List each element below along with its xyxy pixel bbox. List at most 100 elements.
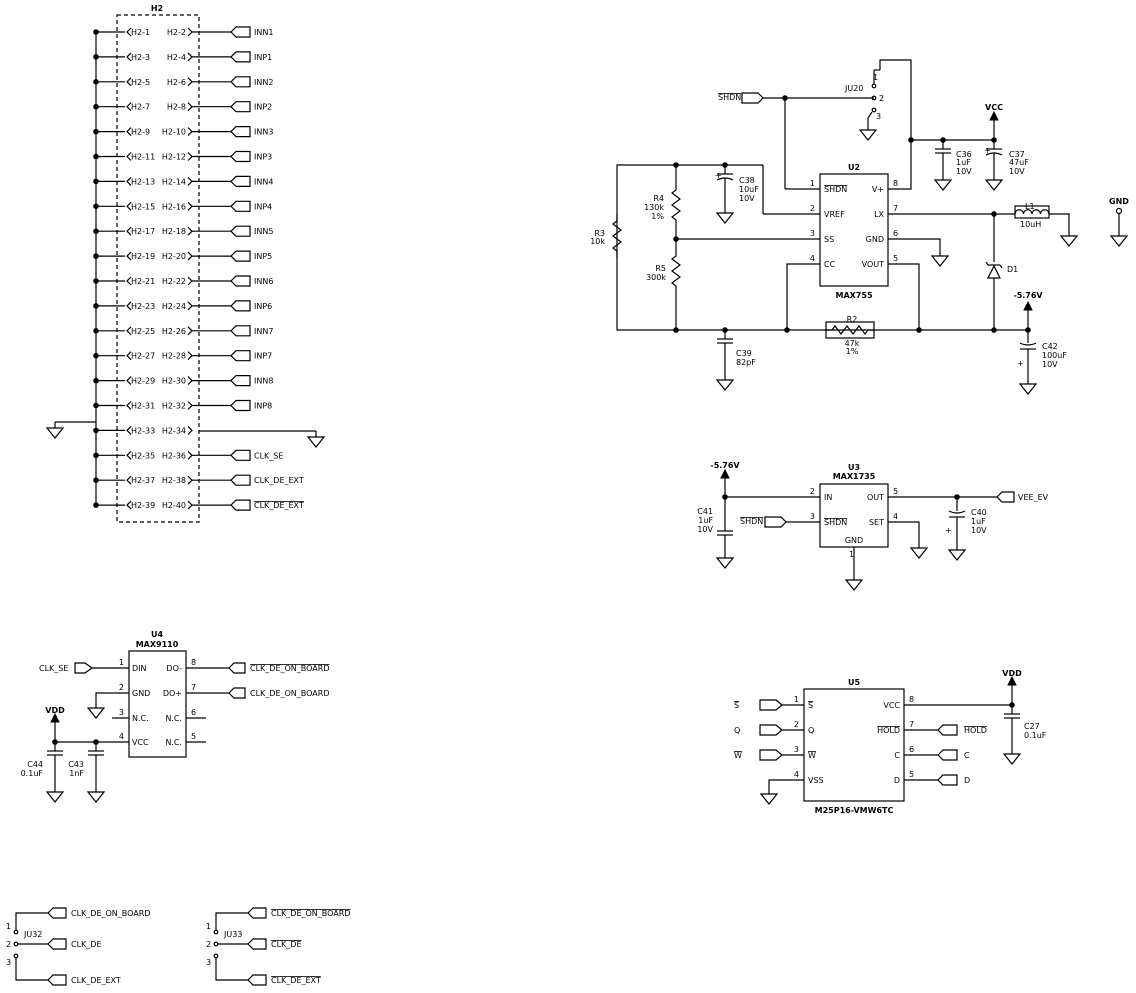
net-w: W (734, 751, 742, 760)
polarity-plus: + (1017, 359, 1024, 368)
pin-number: 8 (191, 658, 196, 667)
h2-pin-right: H2-10 (162, 128, 186, 137)
net-flag (230, 150, 251, 163)
ground-symbol (934, 173, 952, 191)
h2-pin-left: H2-31 (131, 402, 155, 411)
h2-pin-right: H2-20 (162, 252, 186, 261)
u3-shdn-net: SHDN (740, 517, 763, 526)
c41-label: C41 (697, 507, 713, 516)
h2-pin-left: H2-35 (131, 451, 155, 460)
u4-vdd-label: VDD (45, 706, 65, 715)
c43-value: 1nF (69, 769, 84, 778)
h2-net-label: INN2 (254, 78, 273, 87)
ground-symbol (46, 785, 64, 803)
net-s: S (734, 701, 739, 710)
h2-pin-right: H2-34 (162, 426, 186, 435)
c40-label: C40 (971, 508, 987, 517)
h2-pin-mark (126, 201, 132, 211)
pin-name: N.C. (165, 714, 182, 723)
u5-circuit: U5 M25P16-VMW6TC S 1 S Q 2 Q W 3 W 4 VSS… (734, 669, 1047, 815)
pin-name: SHDN (824, 185, 847, 194)
pin-number: 7 (191, 683, 196, 692)
net-flag (230, 275, 251, 287)
pin-name: N.C. (132, 714, 149, 723)
pin-number: 1 (810, 179, 815, 188)
u2-part: MAX755 (835, 291, 872, 300)
u5-vdd-label: VDD (1002, 669, 1022, 678)
r3-label: R3 (594, 229, 605, 238)
pin-number: 2 (879, 94, 884, 103)
pin-name: DO- (166, 664, 182, 673)
c36-voltage: 10V (956, 167, 972, 176)
d1-label: D1 (1007, 265, 1018, 274)
net-c: C (964, 751, 970, 760)
c42-value: 100uF (1042, 351, 1067, 360)
h2-net-label: INP6 (254, 302, 272, 311)
h2-net-label: INN1 (254, 28, 273, 37)
h2-pin-mark (187, 251, 193, 261)
pin-name: CC (824, 260, 836, 269)
h2-pin-left: H2-37 (131, 476, 155, 485)
gnd-test-point-label: GND (1109, 197, 1129, 206)
r5-label: R5 (655, 264, 666, 273)
pin-number: 5 (191, 732, 196, 741)
pin-name: VREF (824, 210, 845, 219)
ju32-mid-net: CLK_DE (71, 940, 102, 949)
h2-net-label: CLK_DE_EXT (254, 476, 304, 485)
h2-pin-right: H2-40 (162, 501, 186, 510)
polarity-plus: + (945, 526, 952, 535)
capacitor-c43 (87, 741, 105, 765)
net-flag (230, 76, 251, 88)
pin-number: 4 (810, 254, 815, 263)
u4-refdes: U4 (151, 630, 163, 639)
h2-net-label: INP5 (254, 252, 272, 261)
h2-pin-mark (126, 475, 132, 485)
neg-rail-label: -5.76V (1013, 291, 1043, 300)
net-flag (230, 51, 251, 63)
u4-out: CLK_DE_ON_BOARD (250, 689, 329, 698)
u4-out-inverted: CLK_DE_ON_BOARD (250, 664, 329, 673)
u5-refdes: U5 (848, 678, 860, 687)
ground-symbol (1060, 229, 1078, 247)
c38-value: 10uF (739, 185, 759, 194)
pin-number: 6 (191, 708, 196, 717)
h2-pin-right: H2-4 (167, 53, 186, 62)
h2-pin-mark (126, 27, 132, 37)
pin-number: 1 (794, 695, 799, 704)
pin-number: 4 (794, 770, 799, 779)
h2-pin-right: H2-24 (162, 302, 186, 311)
pin-number: 2 (794, 720, 799, 729)
ground-symbol (716, 206, 734, 224)
ju32-top-net: CLK_DE_ON_BOARD (71, 909, 150, 918)
h2-pin-right: H2-12 (162, 153, 186, 162)
vcc-label: VCC (985, 103, 1003, 112)
h2-pin-mark (126, 500, 132, 510)
ground-symbol (910, 541, 928, 559)
h2-pin-right: H2-36 (162, 451, 186, 460)
r2-tolerance: 1% (846, 347, 859, 356)
h2-pin-mark (126, 77, 132, 87)
pin-name: VSS (808, 776, 824, 785)
ground-symbol (1003, 747, 1021, 765)
c36-label: C36 (956, 150, 972, 159)
u5-part: M25P16-VMW6TC (815, 806, 894, 815)
c41-value: 1uF (698, 516, 713, 525)
h2-pin-left: H2-29 (131, 377, 155, 386)
ju33-top-net: CLK_DE_ON_BOARD (271, 909, 350, 918)
h2-pin-left: H2-13 (131, 177, 155, 186)
u4-circuit: U4 MAX9110 CLK_SE 1 DIN 2 GND 3 N.C. 4 V… (21, 630, 329, 803)
ground-symbol (87, 785, 105, 803)
h2-pin-mark (187, 176, 193, 186)
pin-name: D (894, 776, 900, 785)
pin-number: 7 (893, 204, 898, 213)
h2-pin-mark (126, 226, 132, 236)
ju20-refdes: JU20 (844, 84, 863, 93)
h2-pin-mark (187, 401, 193, 410)
h2-pin-mark (187, 425, 193, 435)
h2-pin-right: H2-38 (162, 476, 186, 485)
net-q: Q (734, 726, 740, 735)
c42-voltage: 10V (1042, 360, 1058, 369)
h2-net-label: CLK_SE (254, 451, 283, 460)
pin-name: VOUT (862, 260, 884, 269)
h2-pin-mark (187, 376, 193, 386)
